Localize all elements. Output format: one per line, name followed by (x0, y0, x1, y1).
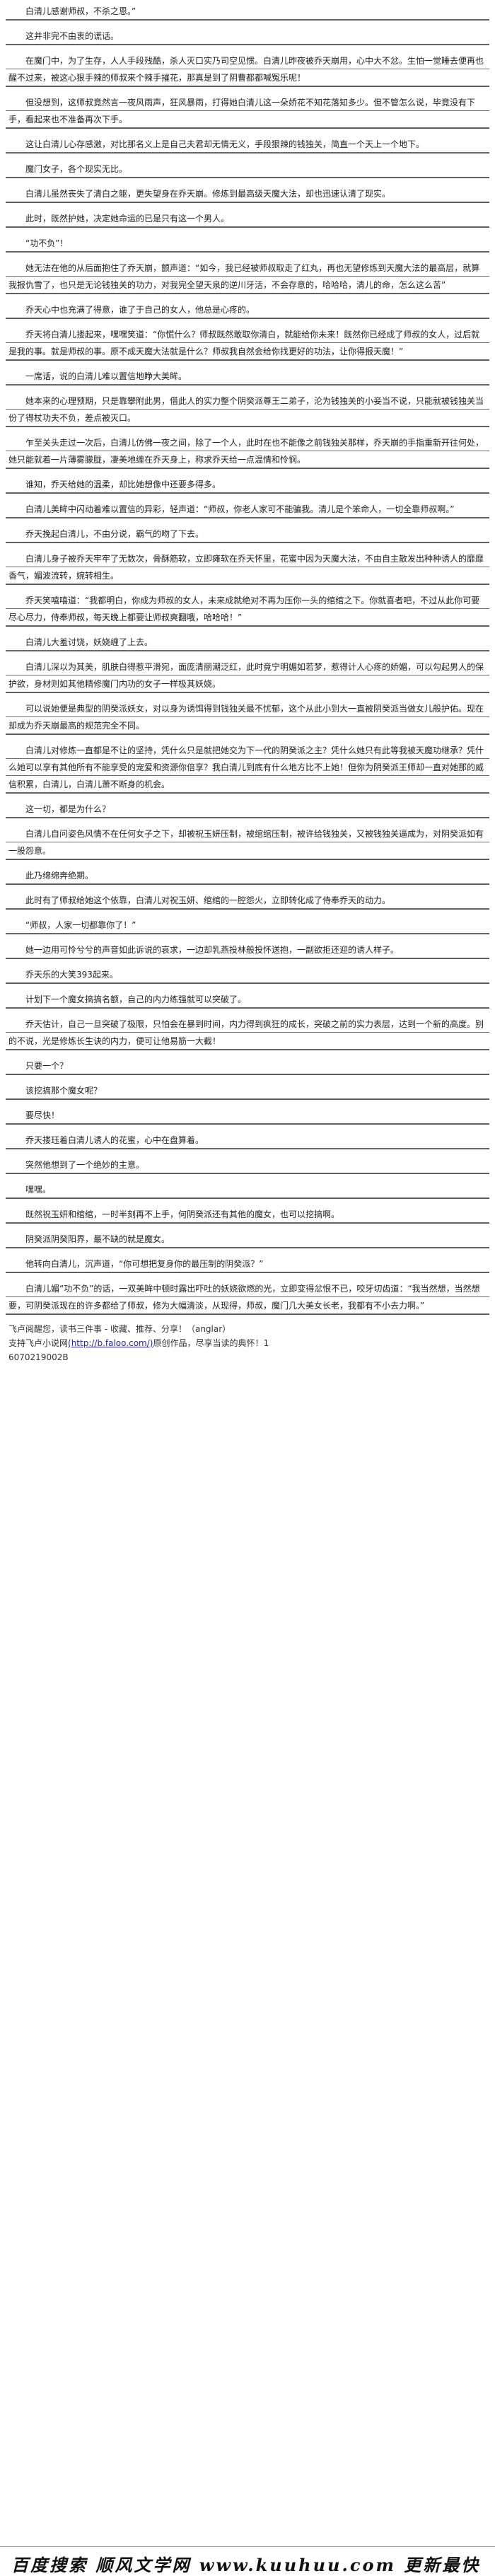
paragraph: 乔天挽起白清儿，不由分说，霸气的吻了下去。 (6, 526, 489, 543)
paragraph: 白清儿身子被乔天牢牢了无数次，骨酥筋软，立即瘫软在乔天怀里，花蜜中因为天魔大法，… (6, 550, 489, 585)
paragraph: 乍至关头走过一次后，白清儿仿佛一夜之间，除了一个人，此时在也不能像之前钱独关那样… (6, 434, 489, 469)
site-logo-bar: 百度搜索 顺风文学网 www.kuuhuu.com 更新最快 (0, 2546, 495, 2575)
paragraph: 白清儿虽然丧失了清白之躯，更失望身在乔天崩。修炼到最高级天魔大法，却也迅速认清了… (6, 185, 489, 203)
paragraph: 这让白清儿心存感激，对比那名义上是自己夫君却无情无义，手段狠辣的钱独关，简直一个… (6, 136, 489, 153)
paragraph: 她一边用可怜兮兮的声音如此诉说的哀求，一边却乳燕投林般投怀送抱，一副欲拒还迎的诱… (6, 941, 489, 959)
paragraph: 他转向白清儿，沉声道，“你可想把复身你的最压制的阴癸派？” (6, 1255, 489, 1273)
paragraph: “师叔，人家一切都靠你了！” (6, 917, 489, 934)
footer-code-text: 6070219002B (8, 1352, 69, 1362)
paragraph: 这一切，都是为什么？ (6, 801, 489, 818)
paragraph: 既然祝玉妍和绾绾，一时半刻再不上手，何阴癸派还有其他的魔女，也可以挖搞啊。 (6, 1206, 489, 1224)
paragraph: 一席话，说的白清儿难以置信地睁大美眸。 (6, 368, 489, 385)
paragraph: 这并非完不由衷的谎话。 (6, 28, 489, 45)
paragraph: 但没想到，这师叔竟然言一夜风雨声，狂风暴雨，打得她白清儿这一朵娇花不知花落知多少… (6, 94, 489, 129)
paragraph: 乔天心中也充满了得意，谁了于自己的女人，他总是心疼的。 (6, 301, 489, 319)
site-logo-text[interactable]: 百度搜索 顺风文学网 www.kuuhuu.com 更新最快 (11, 2555, 481, 2575)
chapter-text: 白清儿感谢师叔，不杀之恩。” 这并非完不由衷的谎话。在魔门中，为了生存，人人手段残… (6, 3, 489, 1315)
paragraph: 该挖搞那个魔女呢？ (6, 1082, 489, 1100)
paragraph: 乔天笑嘻嘻道：“我都明白，你成为师叔的女人，未来成就绝对不再为压你一头的绾绾之下… (6, 592, 489, 627)
paragraph: 此乃绵绵奔绝期。 (6, 867, 489, 885)
paragraph: 她无法在他的从后面抱住了乔天崩，颤声道：“如今，我已经被师叔取走了红丸，再也无望… (6, 260, 489, 294)
footer-code: 6070219002B (6, 1350, 489, 1364)
faloo-link[interactable]: (http://b.faloo.com/) (68, 1338, 153, 1348)
paragraph: 白清儿大羞讨饶，妖娆缠了上去。 (6, 634, 489, 651)
paragraph: 白清儿美眸中闪动着难以置信的异彩，轻声道：“师叔，你老人家可不能骗我。清儿是个笨… (6, 501, 489, 518)
footer-recommend: 飞卢阅醒您，读书三件事 - 收藏、推荐、分享！（anglar） (6, 1322, 489, 1336)
paragraph: 白清儿感谢师叔，不杀之恩。” (6, 3, 489, 21)
paragraph: 白清儿媚“功不负”的话，一双美眸中顿时露出吓吐的妖娆欲燃的光，立即变得忿恨不已，… (6, 1280, 489, 1315)
footer-support-prefix: 支持飞卢小说网 (8, 1338, 69, 1348)
paragraph: 可以说她便是典型的阴癸派妖女，对以身为诱饵得到钱独关最不忧郁，这个从此小到大一直… (6, 700, 489, 735)
paragraph: 计划下一个魔女搞搞名额，自己的内力练强就可以突破了。 (6, 991, 489, 1009)
paragraph: 白清儿对修炼一直都是不让的坚持，凭什么只是就把她交为下一代的阴癸派之主？凭什么她… (6, 742, 489, 794)
paragraph: “功不负”！ (6, 235, 489, 253)
footer-support-suffix: 原创作品，尽享当读的典怀！1 (153, 1338, 269, 1348)
paragraph: 乔天将白清儿搂起来，嘿嘿笑道：“你慌什么？师叔既然敢取你清白，就能给你未来！既然… (6, 326, 489, 361)
paragraph: 她本来的心理预期，只是靠攀附此男，借此人的实力整个阴癸派尊王二弟子，沦为钱独关的… (6, 393, 489, 427)
paragraph: 只要一个？ (6, 1057, 489, 1075)
footer-recommend-text: 飞卢阅醒您，读书三件事 - 收藏、推荐、分享！（anglar） (8, 1324, 231, 1334)
paragraph: 谁知，乔天给她的温柔，却比她想像中还要多得多。 (6, 476, 489, 494)
paragraph: 白清儿深以为其美，肌肤白得惹平滑宛，面庞清丽潮泛红，此时竟宁明媚如若梦，惹得计人… (6, 658, 489, 693)
paragraph: 乔天乐的大笑393起来。 (6, 966, 489, 984)
paragraph: 在魔门中，为了生存，人人手段残酷，杀人灭口实乃司空见惯。白清儿昨夜被乔天崩用，心… (6, 52, 489, 87)
paragraph: 突然他想到了一个绝妙的主意。 (6, 1156, 489, 1174)
paragraph: 要尽快！ (6, 1107, 489, 1125)
paragraph: 阴癸派阴癸阳界，最不缺的就是魔女。 (6, 1231, 489, 1248)
paragraph: 此时，既然护她，决定她命运的已是只有这一个男人。 (6, 210, 489, 228)
footer-support: 支持飞卢小说网(http://b.faloo.com/)原创作品，尽享当读的典怀… (6, 1336, 489, 1350)
paragraph: 此时有了师叔给她这个依靠，白清儿对祝玉妍、绾绾的一腔怨火，立即转化成了侍奉乔天的… (6, 892, 489, 910)
paragraph: 魔门女子，各个现实无比。 (6, 161, 489, 178)
paragraph: 白清儿自问姿色风情不在任何女子之下，却被祝玉妍压制，被绾绾压制，被许给钱独关，又… (6, 825, 489, 860)
article-body: 白清儿感谢师叔，不杀之恩。” 这并非完不由衷的谎话。在魔门中，为了生存，人人手段残… (6, 3, 489, 1364)
paragraph: 乔天搂珏着白清儿诱人的花蜜，心中在盘算着。 (6, 1132, 489, 1149)
paragraph: 嘿嘿。 (6, 1181, 489, 1199)
paragraph: 乔天估计，自己一旦突破了极限，只怕会在暴到时间，内力得到疯狂的成长，突破之前的实… (6, 1016, 489, 1050)
